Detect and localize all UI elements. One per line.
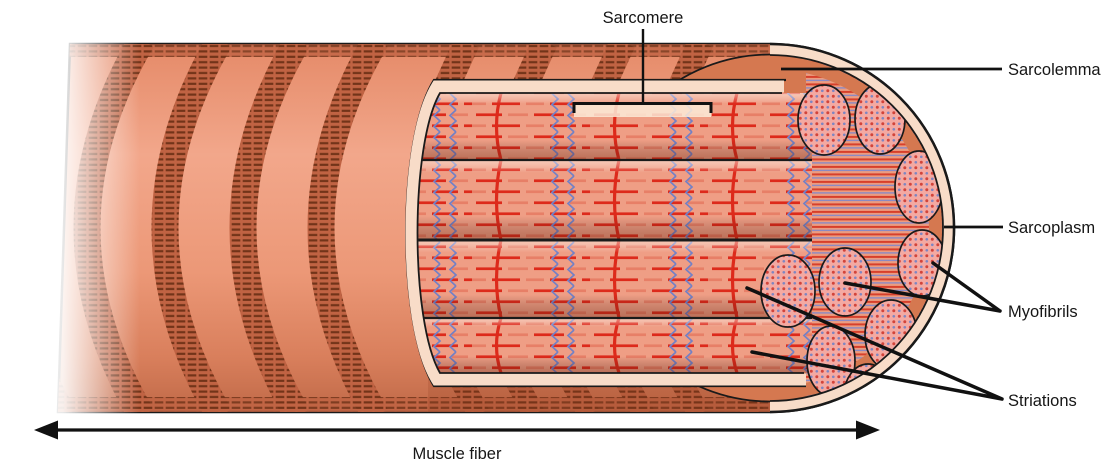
- sarcomere-bracket: [572, 102, 713, 113]
- arrowhead-left: [34, 420, 58, 440]
- striations-label: Striations: [1008, 392, 1077, 410]
- sarcomere-highlight: [574, 104, 711, 117]
- muscle-fiber-label: Muscle fiber: [413, 445, 502, 463]
- sarcomere-callout: Sarcomere: [572, 9, 713, 117]
- myofibril-end: [894, 150, 943, 224]
- cutaway-window: [418, 93, 812, 373]
- arrowhead-right: [856, 420, 880, 440]
- callouts: [745, 67, 1004, 401]
- myofibril-cylinder-shading: [418, 93, 812, 373]
- sarcomere-label: Sarcomere: [603, 9, 684, 27]
- myofibrils-label: Myofibrils: [1008, 303, 1078, 321]
- myofibrils-leader-lines: [843, 261, 1002, 313]
- sarcoplasm-label: Sarcoplasm: [1008, 219, 1095, 237]
- muscle-fiber-length-arrow: Muscle fiber: [34, 420, 880, 463]
- cutaway-frame: [405, 78, 806, 388]
- sarcolemma-label: Sarcolemma: [1008, 61, 1101, 79]
- myofibril-boundaries: [418, 158, 812, 320]
- left-fade: [0, 0, 140, 468]
- myofibril-end: [797, 84, 851, 156]
- striations-leader-lines: [745, 286, 1004, 401]
- myofibril-end: [760, 254, 816, 328]
